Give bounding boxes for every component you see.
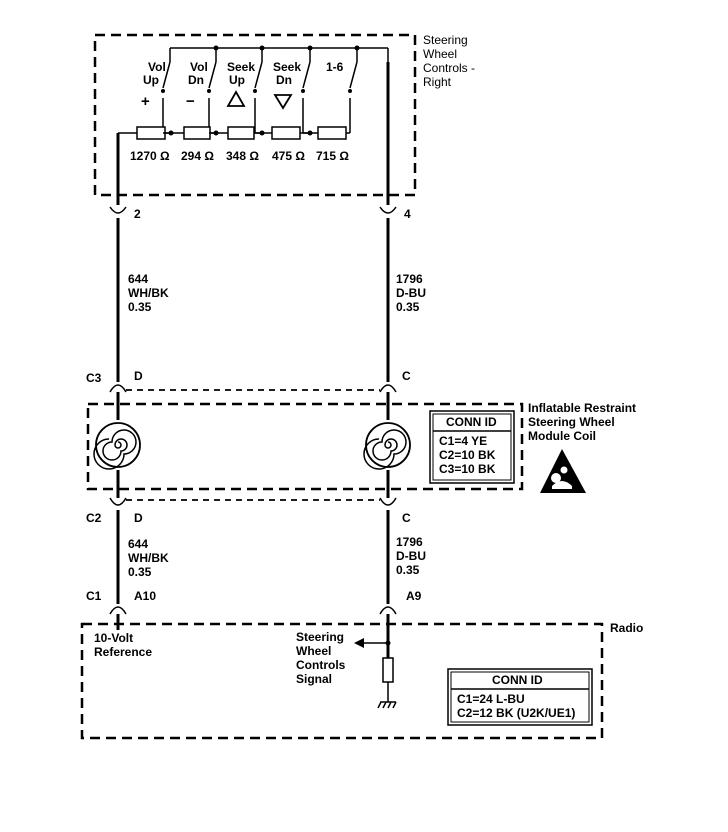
reference-label-line-2: Reference xyxy=(94,645,152,659)
pin-2-label: 2 xyxy=(134,207,141,221)
switch-3-label-line-2: Up xyxy=(229,73,245,87)
down-triangle-icon xyxy=(273,94,293,110)
upper-right-wire-color: D-BU xyxy=(396,286,426,300)
resistor-294-ohm xyxy=(183,126,211,140)
resistance-label-4: 475 Ω xyxy=(272,149,305,163)
resistor-715-ohm xyxy=(317,126,347,140)
coil-module-title-line-2: Steering Wheel xyxy=(528,415,615,429)
c2-pin-d-label: D xyxy=(134,511,143,525)
signal-label-line-3: Controls xyxy=(296,658,346,672)
resistance-label-2: 294 Ω xyxy=(181,149,214,163)
upper-left-wire-color: WH/BK xyxy=(128,286,169,300)
switch-4-label-line-2: Dn xyxy=(276,73,292,87)
c3-pin-c-label: C xyxy=(402,369,411,383)
upper-left-wire-size: 0.35 xyxy=(128,300,152,314)
c2-pin-c-label: C xyxy=(402,511,411,525)
lower-left-wire-color: WH/BK xyxy=(128,551,169,565)
radio-pin-a9-label: A9 xyxy=(406,589,422,603)
switch-1-label-line-1: Vol xyxy=(148,60,166,74)
switch-5-label-line-1: 1-6 xyxy=(326,60,344,74)
c2-label: C2 xyxy=(86,511,102,525)
radio-conn-id-table: CONN ID C1=24 L-BU C2=12 BK (U2K/UE1) xyxy=(447,668,593,726)
switch-2-label-line-1: Vol xyxy=(190,60,208,74)
coil-conn-id-table: CONN ID C1=4 YE C2=10 BK C3=10 BK xyxy=(429,410,515,484)
switch-seek-dn: Seek Dn xyxy=(273,48,311,133)
resistance-label-1: 1270 Ω xyxy=(130,149,170,163)
left-clockspring-coil-icon xyxy=(93,422,141,470)
switch-assembly-title-line-4: Right xyxy=(423,75,452,89)
radio-conn-id-row-1: C1=24 L-BU xyxy=(457,692,525,706)
lower-left-circuit-number: 644 xyxy=(128,537,148,551)
pin-4-label: 4 xyxy=(404,207,411,221)
c2-pin-c xyxy=(379,497,397,506)
resistance-label-5: 715 Ω xyxy=(316,149,349,163)
radio-boundary xyxy=(80,622,604,740)
radio-pin-a10 xyxy=(109,606,127,615)
switch-assembly-title-line-3: Controls - xyxy=(423,61,475,75)
switch-assembly-boundary xyxy=(93,33,417,197)
switch-seek-up: Seek Up xyxy=(226,48,263,133)
radio-pin-a10-label: A10 xyxy=(134,589,156,603)
switch-3-label-line-1: Seek xyxy=(227,60,255,74)
radio-connector-label: C1 xyxy=(86,589,102,603)
coil-conn-id-row-1: C1=4 YE xyxy=(439,434,487,448)
coil-module-boundary xyxy=(86,402,524,491)
radio-title: Radio xyxy=(610,621,643,635)
coil-module-title-line-3: Module Coil xyxy=(528,429,596,443)
radio-conn-id-row-2: C2=12 BK (U2K/UE1) xyxy=(457,706,575,720)
switch-1-label-line-2: Up xyxy=(143,73,159,87)
coil-conn-id-row-3: C3=10 BK xyxy=(439,462,496,476)
plus-symbol: + xyxy=(141,93,150,110)
switch-vol-dn: Vol Dn − xyxy=(186,48,217,133)
reference-label-line-1: 10-Volt xyxy=(94,631,133,645)
lower-right-wire-color: D-BU xyxy=(396,549,426,563)
coil-module-title-line-1: Inflatable Restraint xyxy=(528,401,636,415)
inflatable-restraint-coil-module: C3 D C CONN ID C1=4 YE C2=10 BK C3=10 BK… xyxy=(86,369,636,525)
signal-label-line-2: Wheel xyxy=(296,644,331,658)
radio-conn-id-header: CONN ID xyxy=(492,673,543,687)
right-clockspring-coil-icon xyxy=(363,422,411,470)
upper-right-wire-size: 0.35 xyxy=(396,300,420,314)
switch-assembly-title-line-1: Steering xyxy=(423,33,468,47)
coil-conn-id-row-2: C2=10 BK xyxy=(439,448,496,462)
signal-label-line-1: Steering xyxy=(296,630,344,644)
minus-symbol: − xyxy=(186,93,195,110)
c3-label: C3 xyxy=(86,371,102,385)
signal-label-line-4: Signal xyxy=(296,672,332,686)
ground-icon xyxy=(377,701,397,709)
coil-conn-id-header: CONN ID xyxy=(446,415,497,429)
steering-wheel-controls-assembly: Steering Wheel Controls - Right Vol Up +… xyxy=(93,33,475,197)
resistor-1270-ohm xyxy=(136,126,166,140)
switch-vol-up: Vol Up + xyxy=(141,48,171,133)
up-triangle-icon xyxy=(226,90,246,107)
lower-right-wire-size: 0.35 xyxy=(396,563,420,577)
c3-pin-d-label: D xyxy=(134,369,143,383)
switch-4-label-line-1: Seek xyxy=(273,60,301,74)
resistance-label-3: 348 Ω xyxy=(226,149,259,163)
c2-pin-d xyxy=(109,497,127,506)
switch-1-6: 1-6 xyxy=(326,48,358,133)
resistor-475-ohm xyxy=(271,126,301,140)
resistor-ladder xyxy=(118,126,350,140)
airbag-warning-icon xyxy=(540,449,586,493)
radio-module: C1 A10 A9 Radio 10-Volt Reference Steeri… xyxy=(80,589,643,740)
upper-right-circuit-number: 1796 xyxy=(396,272,423,286)
radio-pin-a9 xyxy=(379,606,397,615)
radio-input-resistor xyxy=(382,657,394,683)
signal-arrow-icon xyxy=(354,638,364,648)
c3-pin-c xyxy=(379,384,397,393)
lower-left-wire-size: 0.35 xyxy=(128,565,152,579)
resistor-348-ohm xyxy=(227,126,255,140)
switch-assembly-title-line-2: Wheel xyxy=(423,47,457,61)
upper-left-circuit-number: 644 xyxy=(128,272,148,286)
lower-right-circuit-number: 1796 xyxy=(396,535,423,549)
switch-2-label-line-2: Dn xyxy=(188,73,204,87)
switch-connector-pins: 2 4 xyxy=(109,206,411,221)
c3-pin-d xyxy=(109,384,127,393)
